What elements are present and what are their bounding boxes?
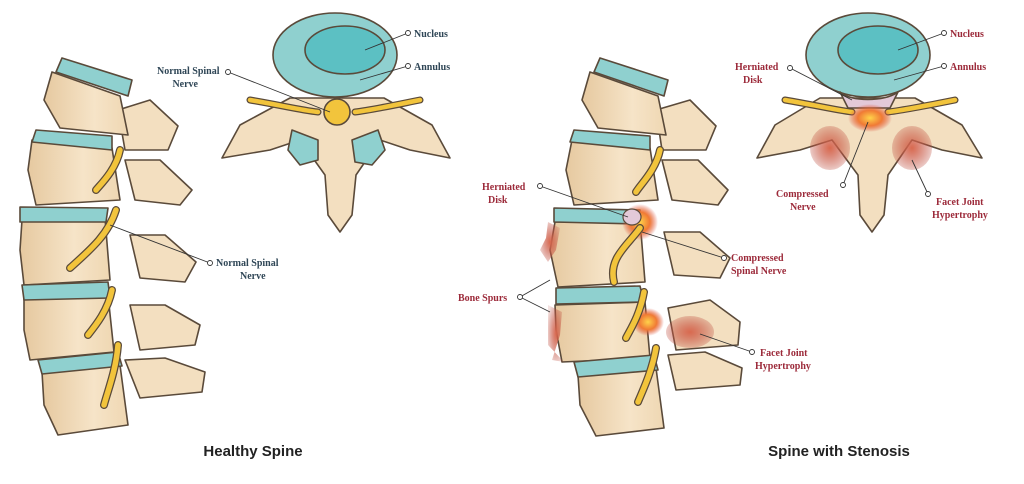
label-healthy-nucleus: Nucleus	[414, 29, 448, 40]
healthy-side-spine	[19, 57, 206, 436]
healthy-spinous-processes	[117, 99, 206, 399]
leader-lines	[109, 32, 945, 353]
bone-spurs	[540, 222, 564, 362]
caption-healthy-spine: Healthy Spine	[203, 443, 302, 460]
healthy-vertebral-arch	[221, 97, 451, 233]
stenosis-vertebral-arch	[756, 97, 983, 233]
side-herniated-disk	[622, 208, 642, 226]
label-normal-nerve-top: Normal Spinal Nerve	[157, 66, 222, 90]
side-facet-hypertrophy	[622, 204, 714, 348]
top-herniated-disk	[839, 91, 899, 109]
stenosis-side-spine	[540, 57, 743, 437]
healthy-top-vertebra	[221, 12, 451, 233]
label-facet-top: Facet Joint Hypertrophy	[932, 197, 988, 221]
top-facet-hypertrophy	[810, 126, 932, 170]
stenosis-discs	[553, 57, 669, 378]
label-herniated-side: Herniated Disk	[482, 182, 528, 206]
stenosis-vertebral-bodies	[549, 71, 667, 437]
stenosis-top-vertebra	[756, 12, 983, 233]
label-herniated-top: Herniated Disk	[735, 62, 781, 86]
stenosis-top-nerve	[781, 96, 959, 132]
leader-dots	[207, 30, 947, 355]
healthy-discs	[19, 57, 133, 375]
healthy-disc-nucleus	[304, 25, 386, 75]
label-facet-side: Facet Joint Hypertrophy	[755, 348, 811, 372]
healthy-labels: Nucleus Annulus Normal Spinal Nerve Norm…	[157, 29, 450, 282]
caption-spine-stenosis: Spine with Stenosis	[768, 443, 910, 460]
label-compressed-nerve-top: Compressed Nerve	[776, 189, 831, 213]
stenosis-disc-nucleus	[837, 25, 919, 75]
stenosis-side-nerves	[610, 147, 663, 405]
label-compressed-spinal-nerve: Compressed Spinal Nerve	[731, 253, 787, 277]
label-bone-spurs: Bone Spurs	[458, 293, 507, 304]
label-healthy-annulus: Annulus	[414, 62, 450, 73]
label-normal-nerve-side: Normal Spinal Nerve	[216, 258, 281, 282]
stenosis-labels: Nucleus Annulus Herniated Disk Compresse…	[458, 29, 988, 372]
healthy-top-nerve	[246, 96, 424, 126]
healthy-facet-right	[351, 129, 386, 166]
healthy-facet-left	[287, 129, 319, 166]
label-stenosis-nucleus: Nucleus	[950, 29, 984, 40]
label-stenosis-annulus: Annulus	[950, 62, 986, 73]
